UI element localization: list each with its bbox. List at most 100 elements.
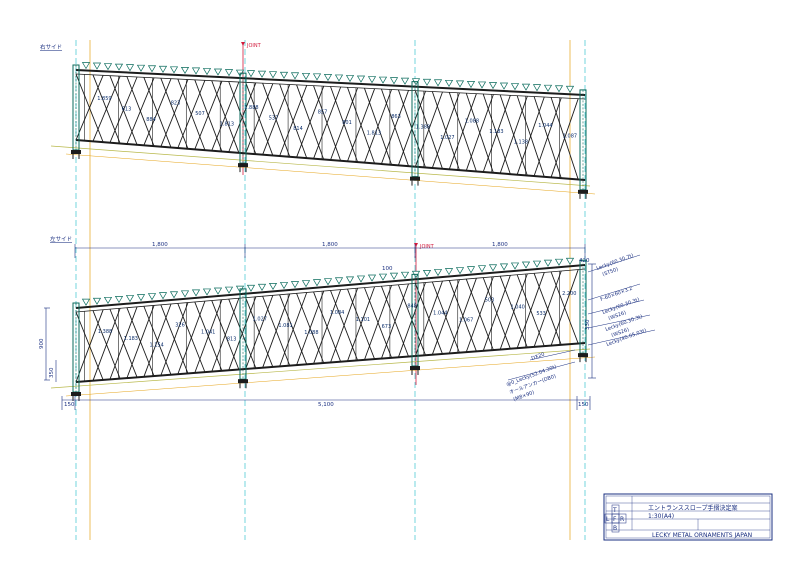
diagonal-brace [330,288,359,363]
diagonal-brace [262,84,291,155]
member-label: 613 [122,106,132,112]
diagonal-brace [465,276,494,353]
member-label: 1.388 [416,124,430,130]
diagonal-brace [92,75,121,142]
rail-marker [334,74,344,82]
rail-marker [554,258,564,266]
member-label: 1.087 [563,133,577,139]
rail-marker [543,84,553,92]
rail-marker [499,82,509,90]
title-block-letter-r: R [620,516,624,523]
diagonal-brace [414,280,443,357]
member-label: 1.138 [514,139,528,145]
member-label: 537 [269,115,279,121]
title-block-letter-f: F [613,516,617,523]
member-label: 1.067 [459,317,473,323]
rail-marker [202,288,212,296]
rail-marker [477,265,487,273]
diagonal-brace [516,96,545,175]
member-label: 1.183 [124,336,138,342]
diagonal-brace [414,91,443,167]
upper-joint-label: JOINT [246,43,262,49]
diagonal-brace [296,86,325,158]
diagonal-brace [143,78,172,146]
member-label: 1.027 [253,316,267,322]
top-rail [75,264,586,309]
rail-marker [532,260,542,268]
diagonal-brace [364,285,393,361]
rail-marker [136,294,146,302]
lower-truss [50,257,596,401]
rail-marker [323,74,333,82]
rail-marker [400,77,410,85]
rail-marker [103,296,113,304]
lower-panel-label: 左サイド [50,235,72,243]
diagonal-brace [448,93,477,170]
rail-marker [433,79,443,87]
rail-marker [114,296,124,304]
member-label: 1.044 [538,123,552,129]
rail-marker [510,83,520,91]
slope-line [65,153,596,195]
rail-marker [213,287,223,295]
lower-joint-label: JOINT [419,244,435,250]
diagonal-brace [431,279,460,355]
right-end-dimension: 150 [578,402,589,408]
span-1-dimension: 1,800 [152,242,168,248]
member-label: 2.200 [562,291,576,297]
diagonal-brace [380,90,409,165]
diagonal-brace [465,94,494,171]
diagonal-brace [160,79,189,147]
height-dimension: 900 [39,338,45,349]
diagonal-brace [228,82,257,153]
post-top-dimension: 420 [579,258,590,264]
member-label: 857 [318,109,328,115]
rail-marker [378,76,388,84]
rail-marker [257,70,267,78]
rail-marker [169,291,179,299]
rail-marker [455,267,465,275]
upper-panel-label: 右サイド [40,43,62,51]
rail-marker [125,295,135,303]
diagonal-brace [364,89,393,163]
total-length-dimension: 5,100 [318,402,334,408]
rail-marker [466,266,476,274]
callout-2: (ST50) [602,267,620,278]
rail-marker [422,269,432,278]
diagonal-brace [279,85,308,157]
member-label: 673 [382,324,392,330]
diagonal-brace [380,283,409,359]
rail-marker [125,64,135,72]
upper-truss [50,62,596,199]
base-plate [71,392,81,396]
rail-marker [389,77,399,85]
diagonal-brace [126,77,155,145]
rail-marker [565,257,575,265]
diagonal-brace [211,81,240,151]
rail-marker [224,286,234,294]
diagonal-brace [482,95,511,173]
rail-marker [147,65,157,73]
slope-line [65,356,596,397]
rail-marker [345,75,355,83]
rail-marker [257,283,267,291]
rail-marker [356,275,366,283]
member-label: 1.888 [244,105,258,111]
rail-marker [488,82,498,90]
member-label: 801 [342,120,352,126]
rail-marker [312,279,322,287]
rail-marker [521,261,531,269]
mid-height-dimension: 330 [585,319,591,330]
member-label: 507 [195,111,205,117]
diagonal-brace [194,81,223,150]
rail-marker [367,274,377,282]
ground-line [50,145,591,187]
callout-leaders [507,254,656,381]
diagonal-brace [75,309,104,383]
member-label: 503 [485,297,495,303]
rail-marker [543,259,553,267]
lower-elevation: 左サイド JOINT 1.3881.1831.1543261.0418131.0… [39,235,656,410]
joint-marker [414,243,418,247]
rail-marker [367,76,377,84]
